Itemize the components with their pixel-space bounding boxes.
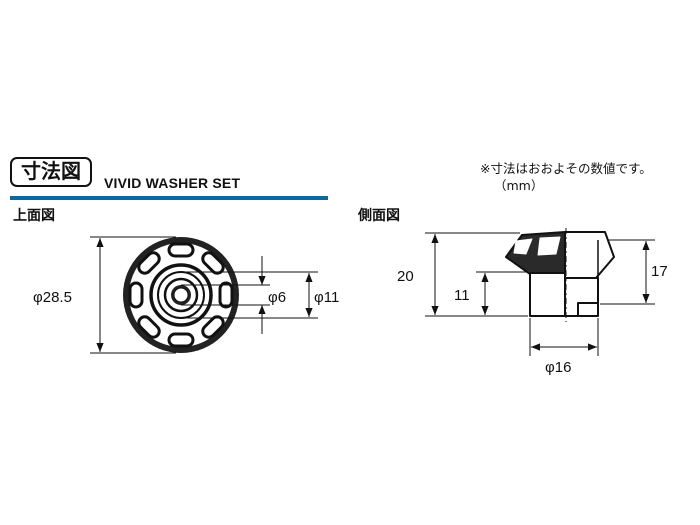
washer-slot bbox=[201, 251, 225, 275]
side-view-dimensions bbox=[425, 232, 655, 356]
washer-slot-highlight bbox=[537, 236, 561, 256]
side-view-title: 側面図 bbox=[358, 208, 400, 224]
approximate-values-note: ※寸法はおおよその数値です。 （mm） bbox=[480, 160, 652, 194]
dim-label-outer: φ28.5 bbox=[33, 289, 72, 306]
unit-label: （mm） bbox=[494, 178, 544, 193]
washer-slots bbox=[128, 242, 234, 348]
dim-label-total-height: 20 bbox=[397, 268, 414, 285]
washer-body-right bbox=[564, 277, 599, 317]
top-view-dimensions bbox=[90, 236, 318, 354]
washer-bore bbox=[173, 287, 189, 303]
washer-slot bbox=[167, 332, 195, 348]
washer-slot bbox=[218, 281, 234, 309]
note-text: ※寸法はおおよその数値です。 bbox=[480, 161, 652, 176]
washer-slot-highlight bbox=[513, 238, 533, 255]
washer-body-left bbox=[529, 272, 566, 317]
top-view-washer bbox=[123, 237, 239, 353]
washer-slot bbox=[128, 281, 144, 309]
dim-label-inner: φ6 bbox=[268, 289, 286, 306]
dim-label-head-height: 17 bbox=[651, 263, 668, 280]
washer-slot bbox=[137, 251, 161, 275]
dimension-diagram-badge: 寸法図 bbox=[10, 157, 92, 187]
dim-label-mid: φ11 bbox=[314, 289, 339, 306]
washer-bore-step bbox=[577, 302, 598, 316]
dim-label-body-width: φ16 bbox=[545, 359, 571, 376]
washer-groove-ring bbox=[149, 263, 213, 327]
washer-head-right-section bbox=[564, 231, 615, 279]
top-view-title: 上面図 bbox=[13, 208, 55, 224]
side-view-washer bbox=[505, 231, 615, 317]
washer-slot bbox=[137, 315, 161, 339]
washer-slot bbox=[167, 242, 195, 258]
washer-slot bbox=[201, 315, 225, 339]
washer-boss-ring bbox=[163, 277, 199, 313]
washer-mid-ring bbox=[157, 271, 205, 319]
product-name: VIVID WASHER SET bbox=[104, 175, 241, 191]
header-rule bbox=[10, 196, 328, 200]
dim-label-body-height: 11 bbox=[454, 287, 470, 304]
